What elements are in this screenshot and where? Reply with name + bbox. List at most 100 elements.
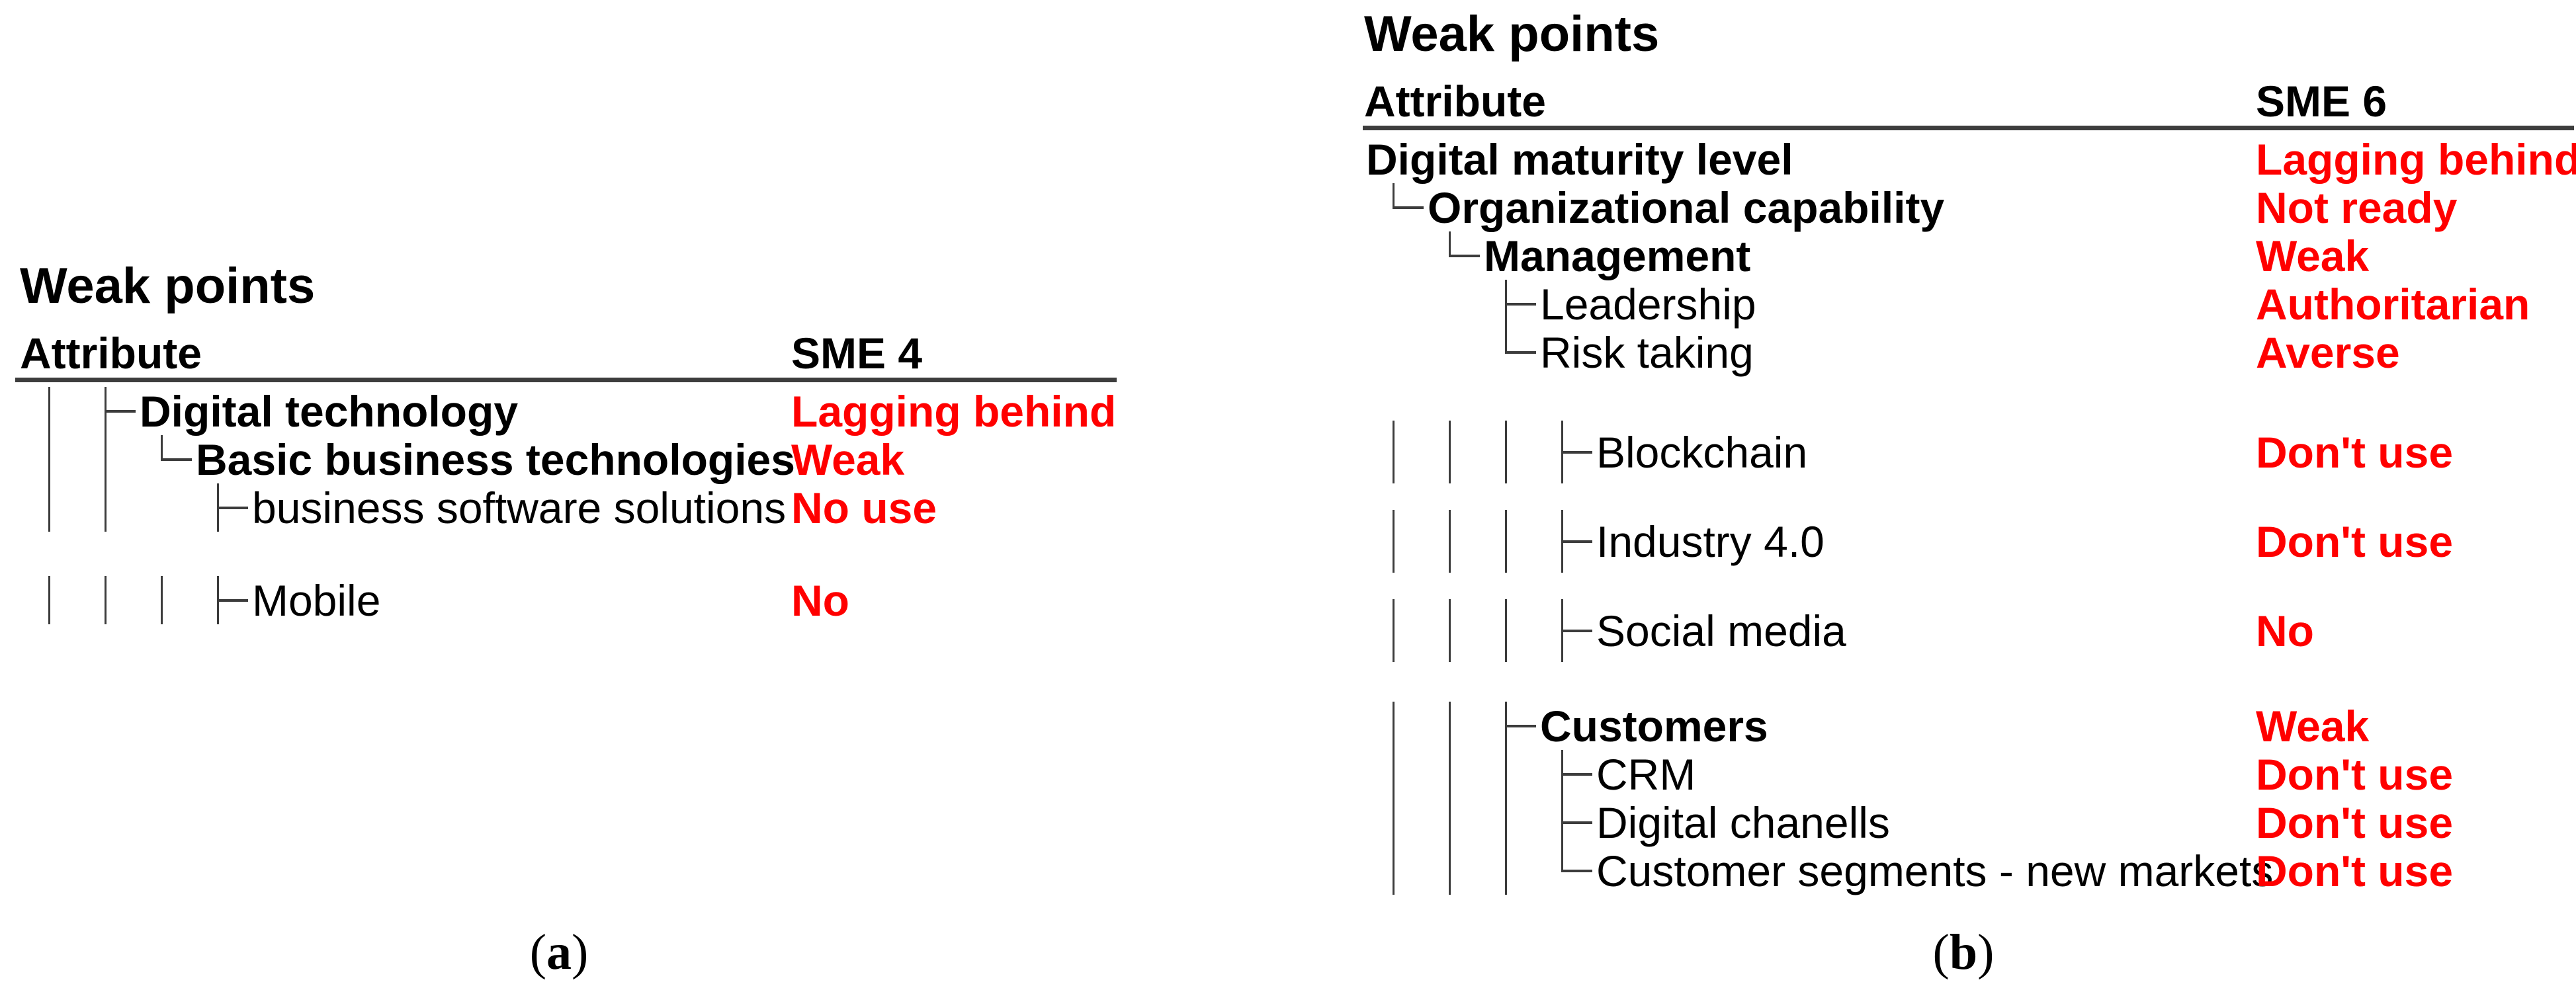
tree-tee-connector	[1561, 750, 1594, 798]
tree-guide-line	[1449, 750, 1505, 798]
tree-elbow-connector	[1505, 328, 1538, 376]
header-rule	[15, 378, 1117, 382]
tree-elbow-connector	[1393, 183, 1426, 231]
tree-guide-line	[1393, 750, 1449, 798]
tree-elbow-connector	[161, 435, 194, 483]
assessment-value: Weak	[2256, 231, 2370, 280]
tree-row: Management Weak	[1364, 231, 2576, 280]
attribute-label: Industry 4.0	[1596, 516, 1825, 566]
tree-row: Blockchain Don't use	[1364, 421, 2576, 483]
attribute-label: Digital technology	[140, 386, 519, 436]
assessment-value: Don't use	[2256, 749, 2454, 799]
caption-letter: b	[1949, 925, 1978, 980]
tree-row: Customers Weak	[1364, 702, 2576, 750]
tree-guide-line	[1505, 798, 1561, 846]
attribute-label: Organizational capability	[1428, 183, 1945, 232]
tree-guide-line	[1505, 510, 1561, 573]
caption-paren-close: )	[572, 925, 589, 980]
assessment-value: Don't use	[2256, 798, 2454, 847]
tree-guide-blank	[1449, 280, 1505, 328]
subfigure-label-b: (b)	[1897, 925, 2030, 980]
subfigure-label-a: (a)	[493, 925, 625, 980]
caption-paren-close: )	[1977, 925, 1995, 980]
attribute-label: Customer segments - new markets	[1596, 846, 2274, 895]
tree-tee-connector	[217, 483, 250, 532]
attribute-label: Digital maturity level	[1366, 134, 1793, 184]
caption-paren-open: (	[1932, 925, 1950, 980]
tree-guide-line	[1449, 510, 1505, 573]
assessment-value: Authoritarian	[2256, 279, 2530, 329]
assessment-value: Lagging behind	[791, 386, 1117, 436]
tree-block: Blockchain Don't use	[1364, 421, 2576, 483]
tree-guide-line	[1505, 750, 1561, 798]
tree-row: Digital technology Lagging behind	[20, 387, 1131, 435]
attribute-label: business software solutions	[252, 483, 787, 532]
attribute-label: Leadership	[1540, 279, 1756, 329]
attribute-label: Management	[1484, 231, 1751, 280]
caption-letter: a	[546, 925, 572, 980]
tree-tee-connector	[1561, 798, 1594, 846]
assessment-value: Don't use	[2256, 427, 2454, 477]
column-header-sme4: SME 4	[791, 329, 923, 378]
attribute-label: Digital chanells	[1596, 798, 1890, 847]
tree-guide-line	[1505, 599, 1561, 662]
attribute-label: Mobile	[252, 575, 381, 625]
tree-guide-line	[105, 435, 161, 483]
tree-tee-connector	[1561, 599, 1594, 662]
tree-row: CRM Don't use	[1364, 750, 2576, 798]
attribute-label: Risk taking	[1540, 327, 1754, 377]
attribute-label: CRM	[1596, 749, 1696, 799]
column-header-attribute: Attribute	[1364, 77, 1546, 126]
tree-guide-line	[1449, 421, 1505, 483]
tree-guide-line	[1449, 702, 1505, 750]
tree-row: Risk taking Averse	[1364, 328, 2576, 376]
tree-guide-line	[1449, 798, 1505, 846]
table-header-row: Attribute SME 6	[1364, 77, 2576, 126]
attribute-label: Customers	[1540, 701, 1768, 751]
tree-guide-line	[1393, 599, 1449, 662]
tree-guide-line	[1393, 702, 1449, 750]
weak-points-panel-sme6: Weak points Attribute SME 6 Digital matu…	[1363, 6, 2576, 895]
tree-guide-line	[1393, 798, 1449, 846]
tree-guide-line	[1505, 421, 1561, 483]
assessment-value: No	[2256, 606, 2314, 655]
tree-guide-line	[105, 576, 161, 624]
tree-guide-line	[1393, 510, 1449, 573]
tree-guide-line	[48, 483, 105, 532]
attribute-label: Blockchain	[1596, 427, 1808, 477]
assessment-value: No use	[791, 483, 937, 532]
tree-elbow-connector	[1561, 846, 1594, 895]
tree-guide-line	[48, 576, 105, 624]
tree-guide-blank	[1393, 231, 1449, 280]
assessment-value: Don't use	[2256, 516, 2454, 566]
tree-tee-connector	[1505, 702, 1538, 750]
header-rule	[1363, 126, 2574, 130]
assessment-value: Weak	[2256, 701, 2370, 751]
tree-row: Industry 4.0 Don't use	[1364, 510, 2576, 573]
attribute-label: Basic business technologies	[196, 434, 795, 484]
tree-tee-connector	[1505, 280, 1538, 328]
tree-guide-line	[105, 483, 161, 532]
tree-guide-line	[1449, 846, 1505, 895]
tree-tee-connector	[105, 387, 138, 435]
tree-guide-line	[161, 576, 217, 624]
tree-guide-blank	[1393, 280, 1449, 328]
assessment-value: Averse	[2256, 327, 2400, 377]
panel-title: Weak points	[1364, 6, 1660, 62]
tree-tee-connector	[1561, 510, 1594, 573]
tree-guide-blank	[1449, 328, 1505, 376]
tree-guide-line	[48, 387, 105, 435]
tree-guide-blank	[1393, 328, 1449, 376]
column-header-sme6: SME 6	[2256, 77, 2387, 126]
tree-block: Industry 4.0 Don't use	[1364, 510, 2576, 573]
